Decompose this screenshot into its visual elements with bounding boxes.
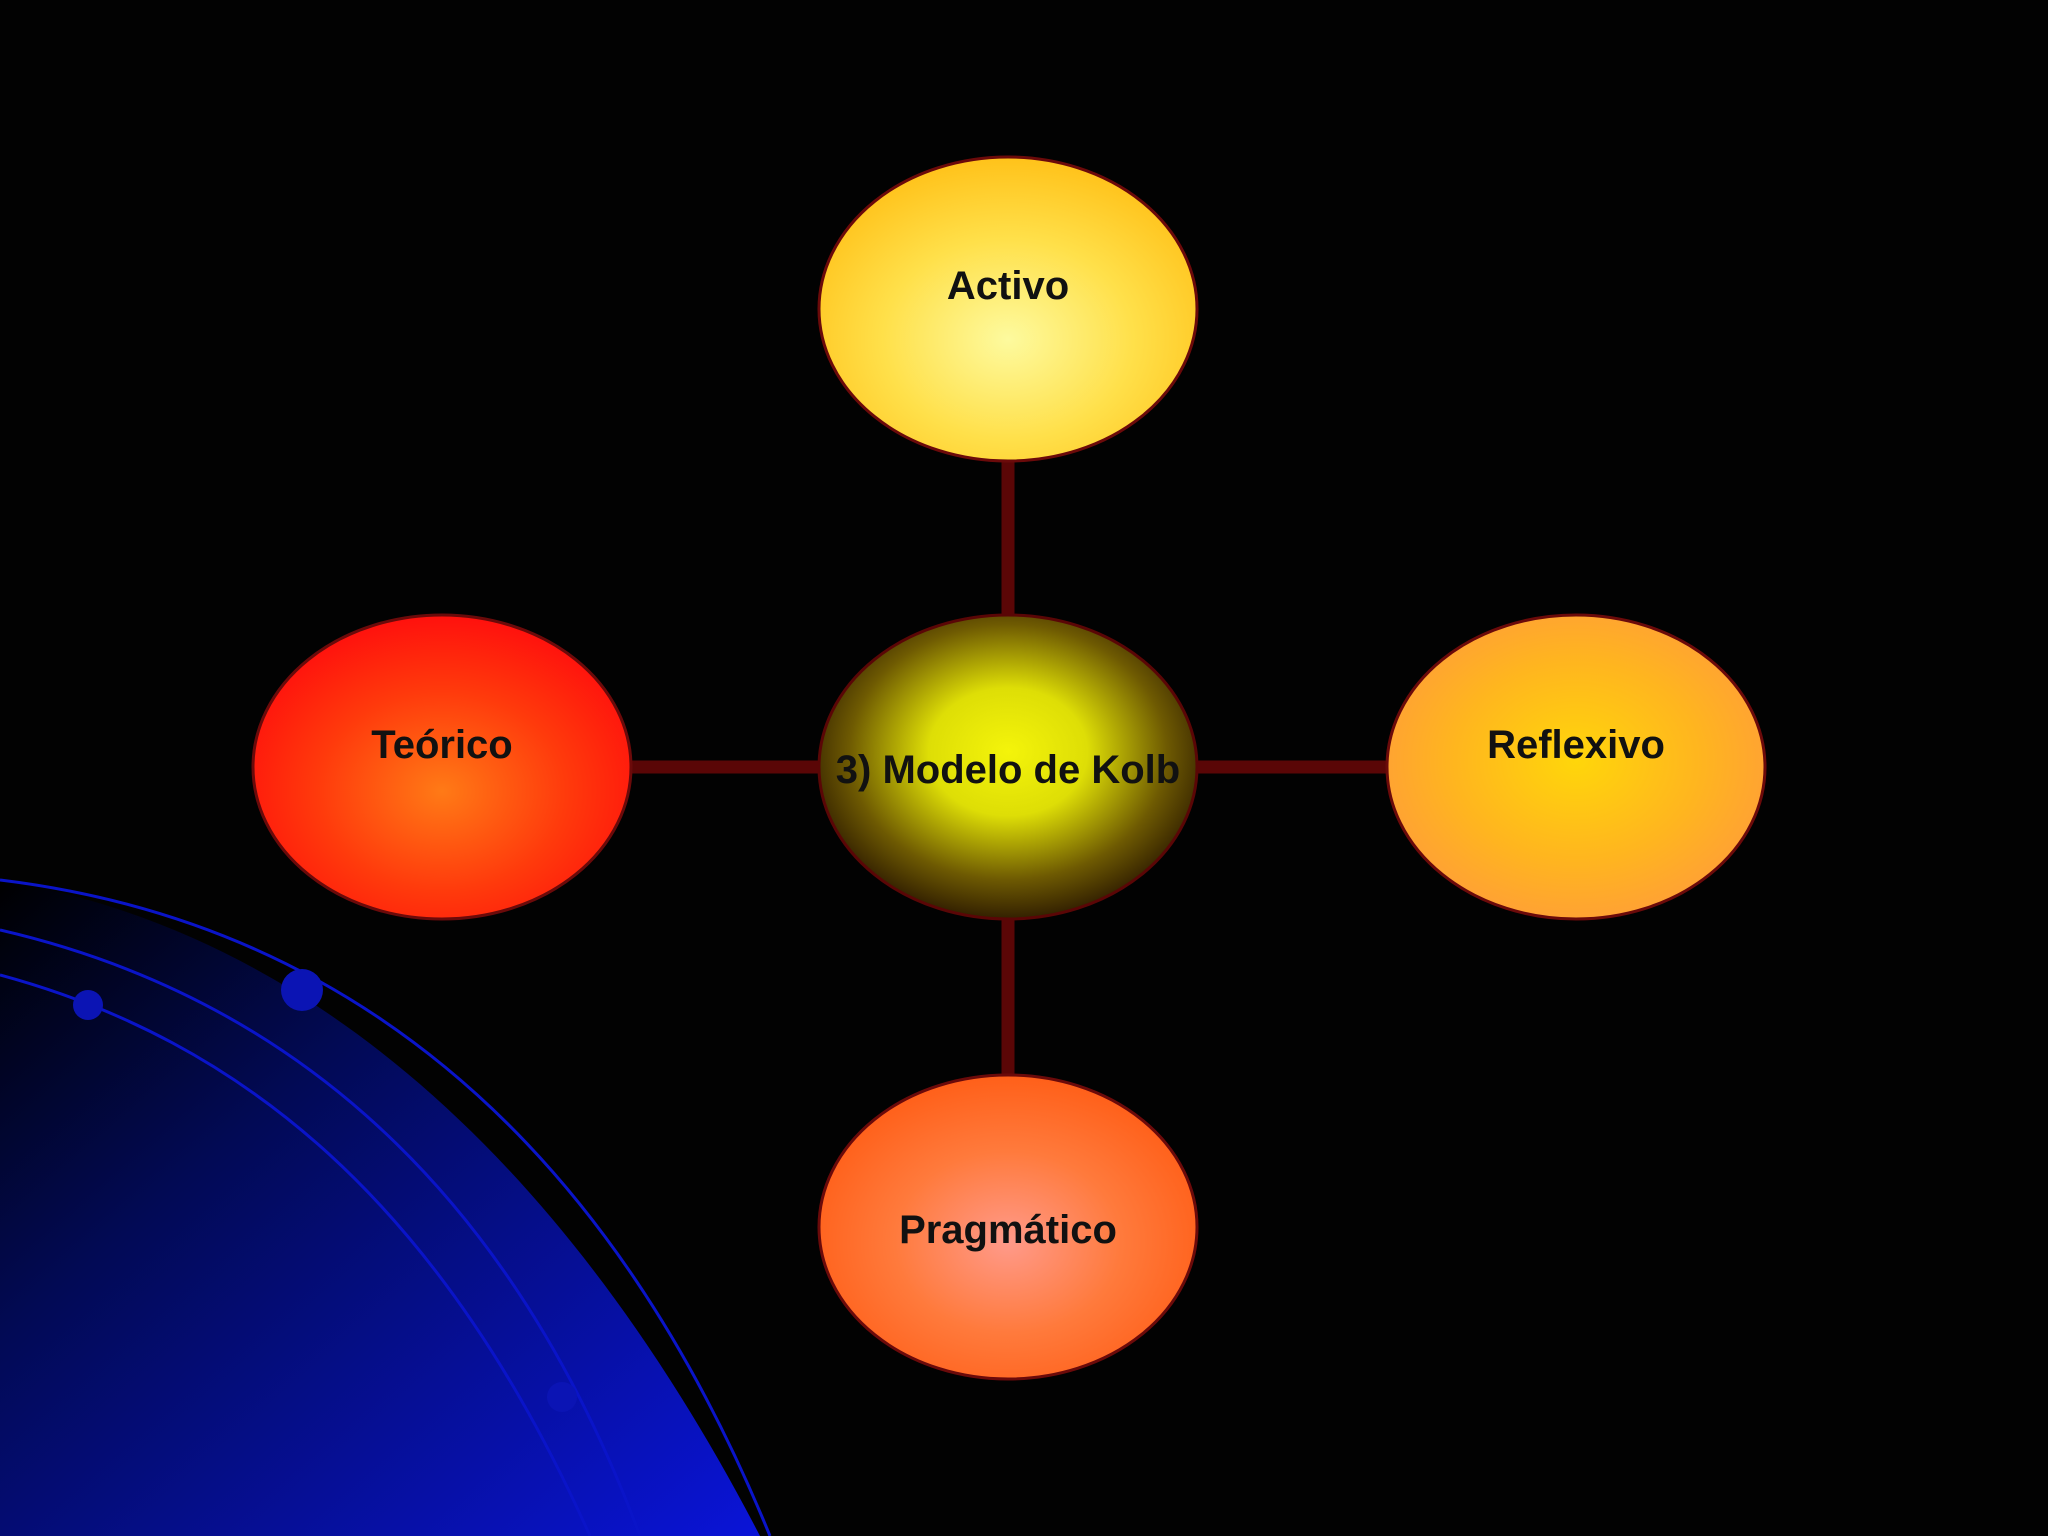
orbit-dot-2 [73, 990, 103, 1020]
node-activo: Activo [817, 155, 1199, 463]
node-teorico: Teórico [251, 613, 633, 921]
node-teorico-label: Teórico [371, 723, 513, 767]
orbit-line-middle [0, 928, 642, 1536]
node-center-kolb: 3) Modelo de Kolb [817, 613, 1199, 921]
node-activo-label: Activo [947, 264, 1069, 308]
orbit-dot-1 [281, 969, 323, 1011]
orbit-dot-3 [547, 1382, 577, 1412]
node-pragmatico: Pragmático [817, 1073, 1199, 1381]
node-reflexivo: Reflexivo [1385, 613, 1767, 921]
node-pragmatico-label: Pragmático [899, 1208, 1117, 1252]
node-reflexivo-label: Reflexivo [1487, 723, 1665, 767]
orbit-line-outer [0, 878, 772, 1536]
planet-decoration [0, 880, 760, 1536]
center-title: 3) Modelo de Kolb [836, 748, 1180, 792]
